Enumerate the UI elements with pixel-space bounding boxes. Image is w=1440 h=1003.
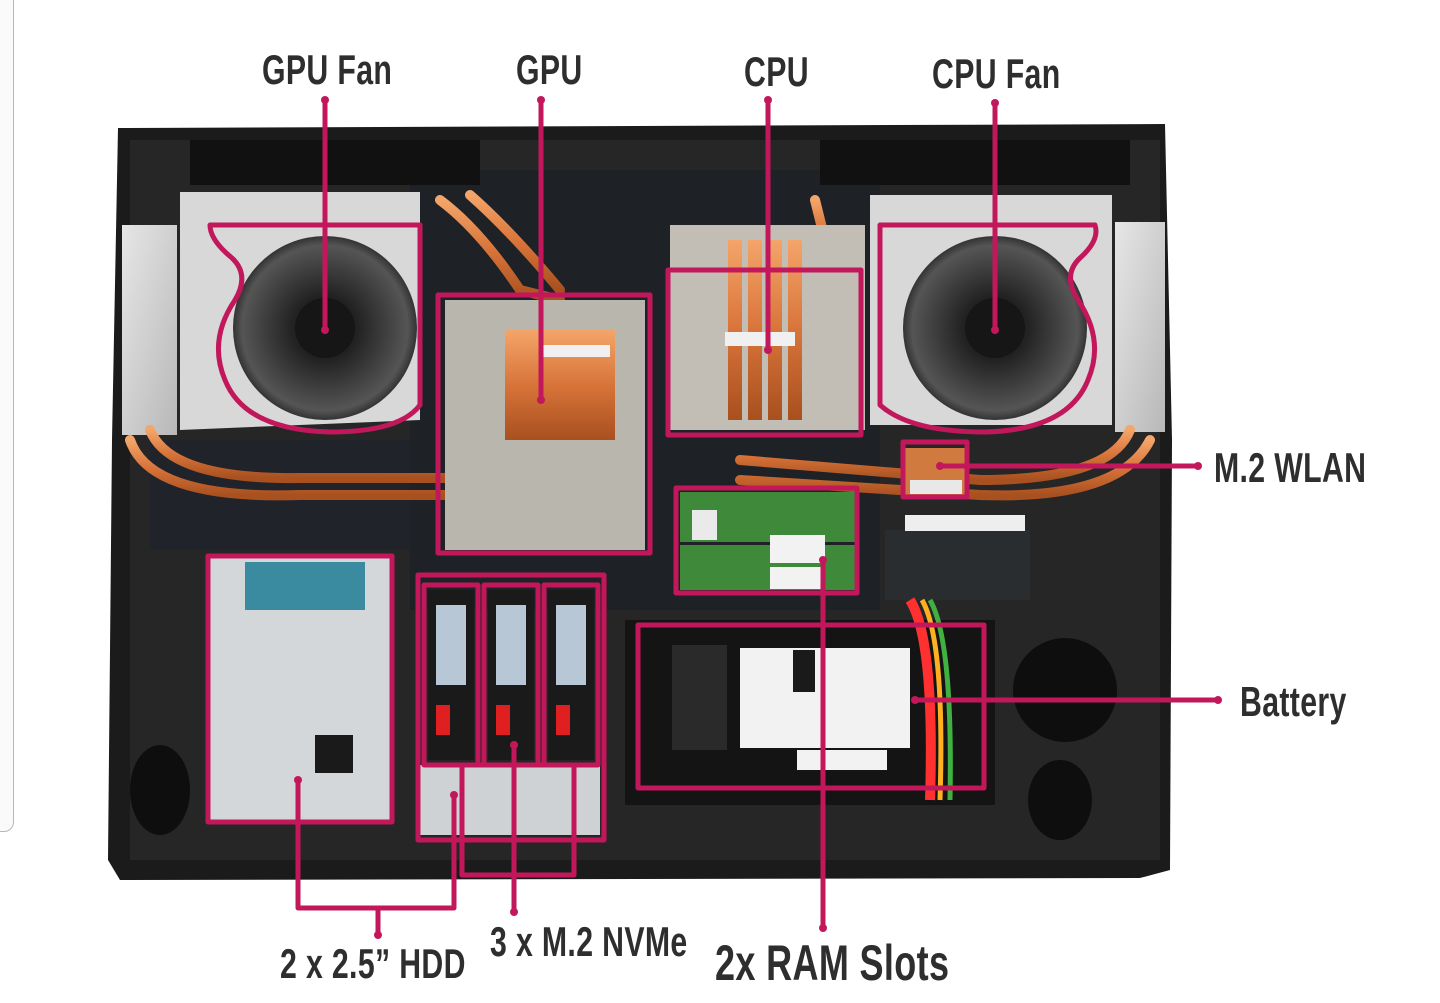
ram-modules xyxy=(680,492,855,590)
wlan-card xyxy=(905,448,965,496)
speakers xyxy=(130,638,1117,840)
cpu-fan-highlight xyxy=(877,222,1099,435)
gpu-fan-highlight xyxy=(207,222,423,435)
label-gpu-fan: GPU Fan xyxy=(262,46,393,93)
label-ram-slots: 2x RAM Slots xyxy=(715,935,950,991)
gpu-heatsink xyxy=(445,300,645,550)
nvme-highlight-1 xyxy=(421,582,481,768)
label-cpu-fan: CPU Fan xyxy=(932,50,1061,97)
label-hdd: 2 x 2.5” HDD xyxy=(280,940,466,987)
io-board-label xyxy=(905,515,1025,531)
gpu-vent xyxy=(190,140,480,185)
battery-highlight xyxy=(635,622,987,791)
gpu-highlight xyxy=(435,292,653,556)
leader-dots xyxy=(294,96,1222,939)
gpu-fan-housing xyxy=(180,192,420,430)
nvme-ssds xyxy=(420,590,600,835)
ram-highlight xyxy=(673,485,860,596)
cpu-vent xyxy=(820,140,1130,185)
hdd-bay xyxy=(210,558,390,820)
heatsink-fins xyxy=(122,222,1165,435)
label-nvme: 3 x M.2 NVMe xyxy=(490,918,688,965)
annotations xyxy=(205,97,1221,938)
nvme-lower-highlight xyxy=(459,762,577,878)
cpu-fan-housing xyxy=(870,195,1112,425)
wlan-highlight xyxy=(900,439,970,500)
label-gpu: GPU xyxy=(516,46,583,93)
io-board xyxy=(885,530,1030,600)
label-battery: Battery xyxy=(1240,678,1347,725)
label-cpu: CPU xyxy=(744,48,809,95)
cpu-highlight xyxy=(665,267,864,438)
side-card-edge xyxy=(0,0,14,832)
nvme-outer-highlight xyxy=(415,572,607,843)
label-m2-wlan: M.2 WLAN xyxy=(1214,444,1367,491)
